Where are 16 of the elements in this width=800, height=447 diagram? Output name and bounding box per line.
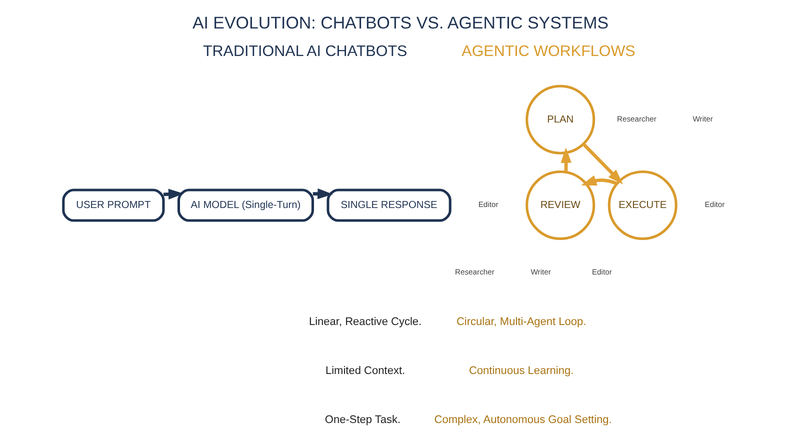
- label: Editor: [478, 200, 498, 210]
- label: One-Step Task.: [324, 414, 400, 426]
- label: Researcher: [616, 114, 656, 124]
- label: Complex, Autonomous Goal Setting.: [434, 414, 612, 426]
- label: Writer: [692, 114, 712, 124]
- label: Researcher: [454, 268, 494, 277]
- label: Editor: [591, 268, 612, 277]
- label: Circular, Multi-Agent Loop.: [456, 316, 586, 328]
- label: Continuous Learning.: [468, 364, 574, 377]
- label: Limited Context.: [325, 364, 405, 377]
- label: AGENTIC WORKFLOWS: [461, 42, 635, 60]
- label: Editor: [704, 200, 724, 210]
- label: Linear, Reactive Cycle.: [308, 316, 422, 328]
- label: TRADITIONAL AI CHATBOTS: [202, 42, 407, 60]
- diagram-title: AI EVOLUTION: CHATBOTS VS. AGENTIC SYSTEMS: [192, 13, 608, 32]
- label: Writer: [530, 268, 550, 277]
